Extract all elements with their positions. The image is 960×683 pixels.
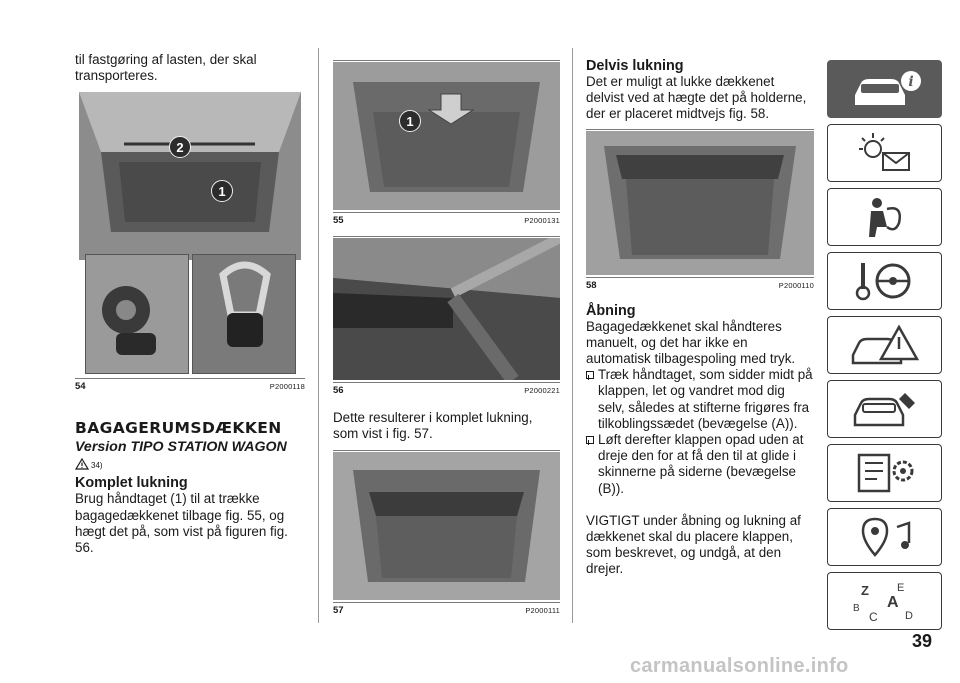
bullet-text: Løft derefter klappen opad uden at dreje… bbox=[598, 432, 804, 496]
page-number: 39 bbox=[912, 631, 933, 651]
body-text: Dette resulterer i komplet lukning, som … bbox=[333, 410, 533, 442]
tab-multimedia[interactable] bbox=[827, 508, 942, 566]
figure-58-number: 58 bbox=[586, 279, 597, 291]
car-info-icon: i bbox=[854, 71, 921, 105]
emergency-icon bbox=[851, 324, 919, 365]
figure-marker-1: 1 bbox=[211, 180, 233, 203]
tab-car-info[interactable]: i bbox=[827, 60, 942, 118]
tab-index[interactable]: Z E A B C D bbox=[827, 572, 942, 630]
chapter-sidebar: i bbox=[827, 60, 942, 636]
version-title: Version TIPO STATION WAGON bbox=[75, 439, 287, 456]
tab-warning-lights[interactable] bbox=[827, 124, 942, 182]
column-divider bbox=[572, 48, 573, 623]
figure-57-image bbox=[333, 452, 560, 601]
body-text: Det er muligt at lukke dækkenet delvist … bbox=[586, 74, 807, 122]
bullet-text: Træk håndtaget, som sidder midt på klapp… bbox=[598, 367, 813, 431]
subsection-title: Komplet lukning bbox=[75, 475, 188, 492]
figure-54-detail-right bbox=[192, 254, 296, 375]
important-text: VIGTIGT under åbning og lukning af dække… bbox=[586, 512, 801, 577]
figure-54-number: 54 bbox=[75, 381, 86, 393]
tab-emergency[interactable] bbox=[827, 316, 942, 374]
opening-text: Bagagedækkenet skal håndteres manuelt, o… bbox=[586, 318, 796, 367]
figure-55-number: 55 bbox=[333, 215, 344, 226]
tab-starting[interactable] bbox=[827, 252, 942, 310]
airbag-seat-icon bbox=[868, 198, 901, 237]
opening-title: Åbning bbox=[586, 302, 636, 319]
column-1: til fastgøring af lasten, der skal trans… bbox=[75, 52, 305, 556]
figure-56-code: P2000221 bbox=[524, 386, 560, 395]
tab-technical-data[interactable] bbox=[827, 444, 942, 502]
figure-58-image bbox=[586, 130, 814, 275]
figure-55-code: P2000131 bbox=[524, 216, 560, 225]
warning-lights-icon bbox=[858, 133, 910, 171]
section-title: BAGAGERUMSDÆKKEN bbox=[75, 419, 282, 438]
key-steering-icon bbox=[855, 263, 910, 301]
figure-54-code: P2000118 bbox=[269, 382, 305, 392]
warning-triangle-icon bbox=[75, 457, 89, 470]
figure-54: 2 1 54 P2000118 bbox=[75, 92, 305, 392]
index-letter: Z bbox=[861, 583, 869, 598]
bullet-icon bbox=[586, 371, 594, 381]
list-item: Træk håndtaget, som sidder midt på klapp… bbox=[586, 367, 814, 432]
bullet-icon bbox=[586, 436, 594, 446]
multimedia-icon bbox=[861, 517, 910, 557]
body-text: Brug håndtaget (1) til at trække bagaged… bbox=[75, 491, 288, 556]
tab-maintenance[interactable] bbox=[827, 380, 942, 438]
car-maintenance-icon bbox=[853, 393, 915, 427]
figure-57-number: 57 bbox=[333, 605, 344, 617]
technical-data-icon bbox=[857, 453, 913, 493]
tab-safety[interactable] bbox=[827, 188, 942, 246]
column-3: Delvis lukning Det er muligt at lukke dæ… bbox=[586, 58, 814, 578]
column-2: 1 55 P2000131 56 P2000221 Dette resulter… bbox=[333, 60, 560, 616]
section-title: Delvis lukning bbox=[586, 58, 684, 74]
figure-marker-1: 1 bbox=[399, 110, 421, 132]
column-divider bbox=[318, 48, 319, 623]
trunk-overview-illustration bbox=[79, 92, 301, 261]
intro-text: til fastgøring af lasten, der skal trans… bbox=[75, 52, 257, 84]
index-letter: C bbox=[869, 610, 878, 624]
index-letter: B bbox=[853, 603, 860, 614]
svg-text:i: i bbox=[908, 74, 913, 90]
index-icon: Z E A B C D bbox=[853, 582, 913, 624]
figure-54-detail-left bbox=[85, 254, 189, 375]
index-letter: D bbox=[905, 610, 913, 622]
figure-57-code: P2000111 bbox=[525, 606, 560, 616]
warning-reference: 34) bbox=[91, 461, 103, 471]
index-letter: E bbox=[897, 582, 904, 594]
figure-58-code: P2000110 bbox=[778, 280, 814, 290]
figure-56-number: 56 bbox=[333, 385, 344, 396]
figure-54-image: 2 1 bbox=[79, 92, 301, 261]
figure-55-image: 1 bbox=[333, 62, 560, 210]
figure-marker-2: 2 bbox=[169, 136, 191, 159]
index-letter: A bbox=[887, 594, 899, 611]
figure-56-image bbox=[333, 238, 560, 380]
list-item: Løft derefter klappen opad uden at dreje… bbox=[586, 432, 814, 497]
watermark: carmanualsonline.info bbox=[630, 655, 849, 677]
